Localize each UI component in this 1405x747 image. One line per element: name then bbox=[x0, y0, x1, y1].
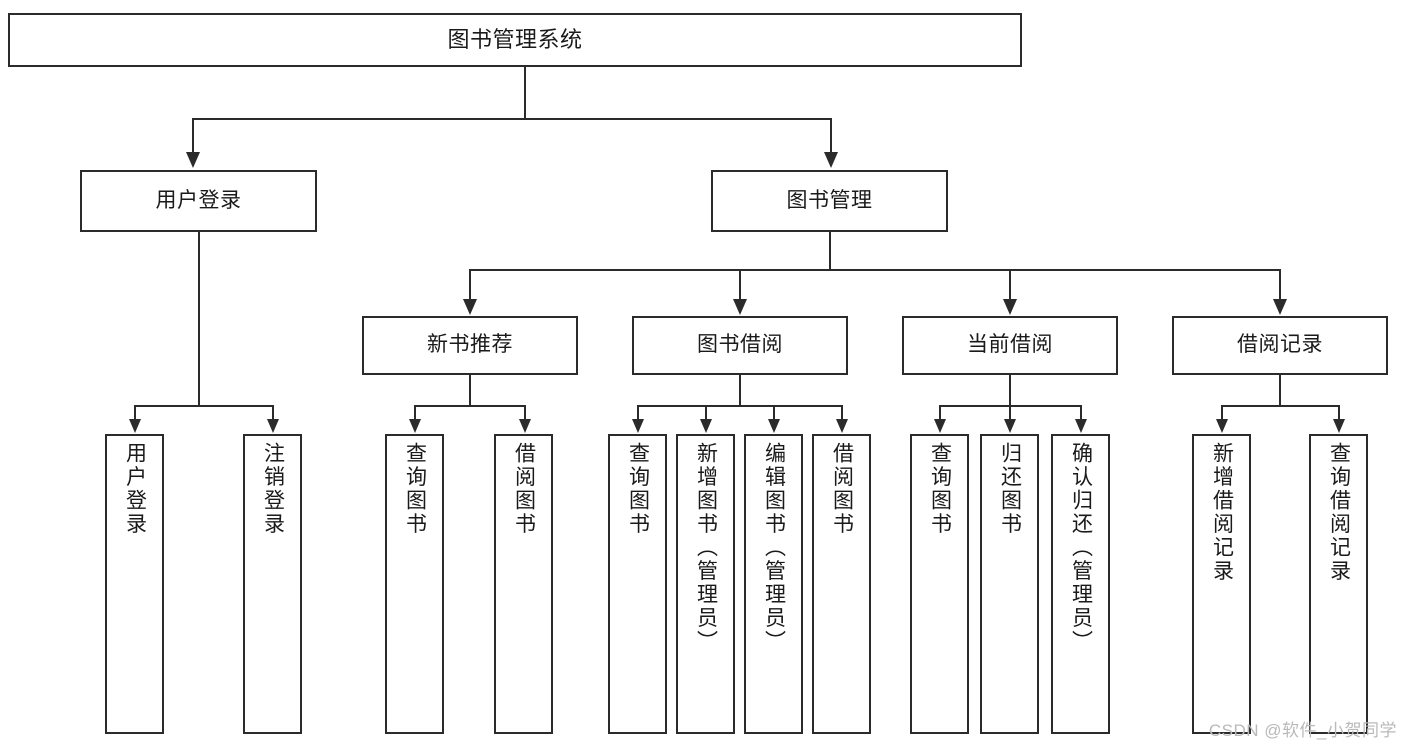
arrowhead-to-book-manage bbox=[824, 152, 838, 168]
leaf-user-login-label: 用户登录 bbox=[123, 442, 147, 536]
arrowhead-to-user-login bbox=[186, 152, 200, 168]
leaf-borrow-book-2[interactable]: 借阅图书 bbox=[812, 434, 871, 734]
connector-root-stem bbox=[524, 67, 526, 119]
arrowhead-leaf-confirm-return bbox=[1075, 419, 1087, 433]
node-current-borrow[interactable]: 当前借阅 bbox=[902, 316, 1118, 375]
node-borrow-record[interactable]: 借阅记录 bbox=[1172, 316, 1388, 375]
connector-user-login-stem bbox=[198, 232, 200, 406]
node-current-borrow-label: 当前借阅 bbox=[967, 333, 1053, 357]
leaf-user-login[interactable]: 用户登录 bbox=[105, 434, 164, 734]
leaf-query-book-3[interactable]: 查询图书 bbox=[910, 434, 969, 734]
connector-new-book-rec-stem bbox=[469, 375, 471, 406]
node-borrow-record-label: 借阅记录 bbox=[1237, 333, 1323, 357]
node-new-book-rec[interactable]: 新书推荐 bbox=[362, 316, 578, 375]
node-new-book-rec-label: 新书推荐 bbox=[427, 333, 513, 357]
leaf-edit-book-label: 编辑图书（管理员） bbox=[762, 442, 786, 654]
leaf-query-book-2-label: 查询图书 bbox=[626, 442, 650, 536]
connector-new-book-rec-drop-1 bbox=[414, 405, 416, 421]
connector-borrow-record-drop-2 bbox=[1338, 405, 1340, 421]
leaf-borrow-book-1[interactable]: 借阅图书 bbox=[494, 434, 553, 734]
leaf-confirm-return[interactable]: 确认归还（管理员） bbox=[1051, 434, 1110, 734]
node-book-manage-label: 图书管理 bbox=[786, 188, 873, 212]
connector-user-login-bus bbox=[134, 405, 273, 407]
arrowhead-leaf-borrow-book-1 bbox=[519, 419, 531, 433]
arrowhead-leaf-query-book-2 bbox=[632, 419, 644, 433]
arrowhead-leaf-query-record bbox=[1333, 419, 1345, 433]
node-book-borrow[interactable]: 图书借阅 bbox=[632, 316, 848, 375]
arrowhead-leaf-return-book bbox=[1004, 419, 1016, 433]
connector-current-borrow-stem bbox=[1009, 375, 1011, 406]
connector-to-borrow-record bbox=[1279, 269, 1281, 301]
leaf-add-record-label: 新增借阅记录 bbox=[1210, 442, 1234, 583]
arrowhead-leaf-query-book-3 bbox=[934, 419, 946, 433]
connector-borrow-record-drop-1 bbox=[1221, 405, 1223, 421]
leaf-query-record[interactable]: 查询借阅记录 bbox=[1309, 434, 1368, 734]
connector-book-borrow-drop-2 bbox=[705, 405, 707, 421]
connector-level3-bus bbox=[469, 269, 1281, 271]
arrowhead-leaf-add-book bbox=[700, 419, 712, 433]
connector-borrow-record-stem bbox=[1279, 375, 1281, 406]
leaf-return-book[interactable]: 归还图书 bbox=[980, 434, 1039, 734]
leaf-return-book-label: 归还图书 bbox=[998, 442, 1022, 536]
leaf-add-book[interactable]: 新增图书（管理员） bbox=[676, 434, 735, 734]
arrowhead-leaf-user-login bbox=[129, 419, 141, 433]
leaf-borrow-book-2-label: 借阅图书 bbox=[830, 442, 854, 536]
connector-borrow-record-bus bbox=[1221, 405, 1339, 407]
arrowhead-leaf-edit-book bbox=[768, 419, 780, 433]
connector-user-login-drop-2 bbox=[272, 405, 274, 421]
leaf-query-record-label: 查询借阅记录 bbox=[1327, 442, 1351, 583]
leaf-query-book-1[interactable]: 查询图书 bbox=[385, 434, 444, 734]
connector-book-borrow-drop-3 bbox=[773, 405, 775, 421]
connector-current-borrow-drop-3 bbox=[1080, 405, 1082, 421]
arrowhead-leaf-add-record bbox=[1216, 419, 1228, 433]
connector-new-book-rec-bus bbox=[414, 405, 525, 407]
connector-to-book-borrow bbox=[739, 269, 741, 301]
connector-book-manage-stem bbox=[829, 232, 831, 270]
node-root-label: 图书管理系统 bbox=[447, 27, 583, 53]
connector-to-current-borrow bbox=[1009, 269, 1011, 301]
leaf-query-book-3-label: 查询图书 bbox=[928, 442, 952, 536]
connector-current-borrow-drop-1 bbox=[939, 405, 941, 421]
connector-user-login-drop-1 bbox=[134, 405, 136, 421]
arrowhead-to-borrow-record bbox=[1273, 299, 1287, 315]
arrowhead-to-current-borrow bbox=[1003, 299, 1017, 315]
node-user-login-label: 用户登录 bbox=[155, 188, 242, 212]
leaf-add-book-label: 新增图书（管理员） bbox=[694, 442, 718, 654]
leaf-logout-label: 注销登录 bbox=[261, 442, 285, 536]
arrowhead-to-new-book-rec bbox=[463, 299, 477, 315]
leaf-add-record[interactable]: 新增借阅记录 bbox=[1192, 434, 1251, 734]
arrowhead-leaf-query-book-1 bbox=[409, 419, 421, 433]
connector-book-borrow-bus bbox=[637, 405, 842, 407]
node-user-login[interactable]: 用户登录 bbox=[80, 170, 317, 232]
arrowhead-leaf-borrow-book-2 bbox=[836, 419, 848, 433]
connector-current-borrow-drop-2 bbox=[1009, 405, 1011, 421]
arrowhead-to-book-borrow bbox=[733, 299, 747, 315]
leaf-query-book-1-label: 查询图书 bbox=[403, 442, 427, 536]
connector-to-user-login bbox=[192, 118, 194, 154]
connector-book-borrow-drop-4 bbox=[841, 405, 843, 421]
node-book-borrow-label: 图书借阅 bbox=[697, 333, 783, 357]
node-root[interactable]: 图书管理系统 bbox=[8, 13, 1022, 67]
leaf-edit-book[interactable]: 编辑图书（管理员） bbox=[744, 434, 803, 734]
connector-to-book-manage bbox=[830, 118, 832, 154]
leaf-logout[interactable]: 注销登录 bbox=[243, 434, 302, 734]
leaf-query-book-2[interactable]: 查询图书 bbox=[608, 434, 667, 734]
connector-new-book-rec-drop-2 bbox=[524, 405, 526, 421]
arrowhead-leaf-logout bbox=[267, 419, 279, 433]
leaf-confirm-return-label: 确认归还（管理员） bbox=[1069, 442, 1093, 654]
connector-book-borrow-drop-1 bbox=[637, 405, 639, 421]
connector-to-new-book-rec bbox=[469, 269, 471, 301]
node-book-manage[interactable]: 图书管理 bbox=[711, 170, 948, 232]
leaf-borrow-book-1-label: 借阅图书 bbox=[512, 442, 536, 536]
connector-level2-bus bbox=[192, 118, 832, 120]
connector-book-borrow-stem bbox=[739, 375, 741, 406]
